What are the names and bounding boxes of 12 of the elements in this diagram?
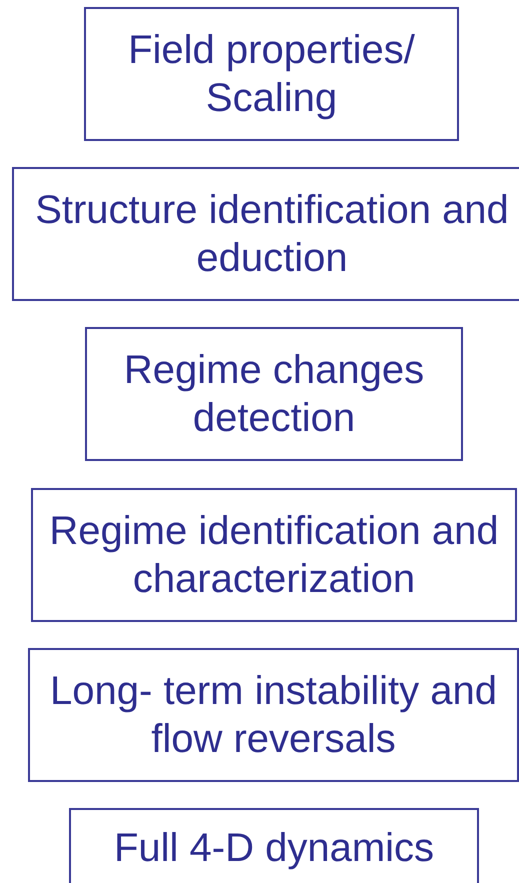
box-label: Structure identification and eduction <box>34 187 510 282</box>
box-label: Regime identification and characterization <box>48 508 500 603</box>
process-box <box>31 488 517 622</box>
box-label: Field properties/ Scaling <box>127 27 416 122</box>
box-label: Long- term instability and flow reversals <box>49 668 498 763</box>
box-label: Regime changes detection <box>122 347 426 442</box>
process-box <box>69 808 479 883</box>
box-label: Full 4-D dynamics <box>114 825 434 872</box>
process-box <box>85 327 463 461</box>
process-box <box>12 167 519 301</box>
process-box <box>84 7 459 141</box>
process-box <box>28 648 519 782</box>
